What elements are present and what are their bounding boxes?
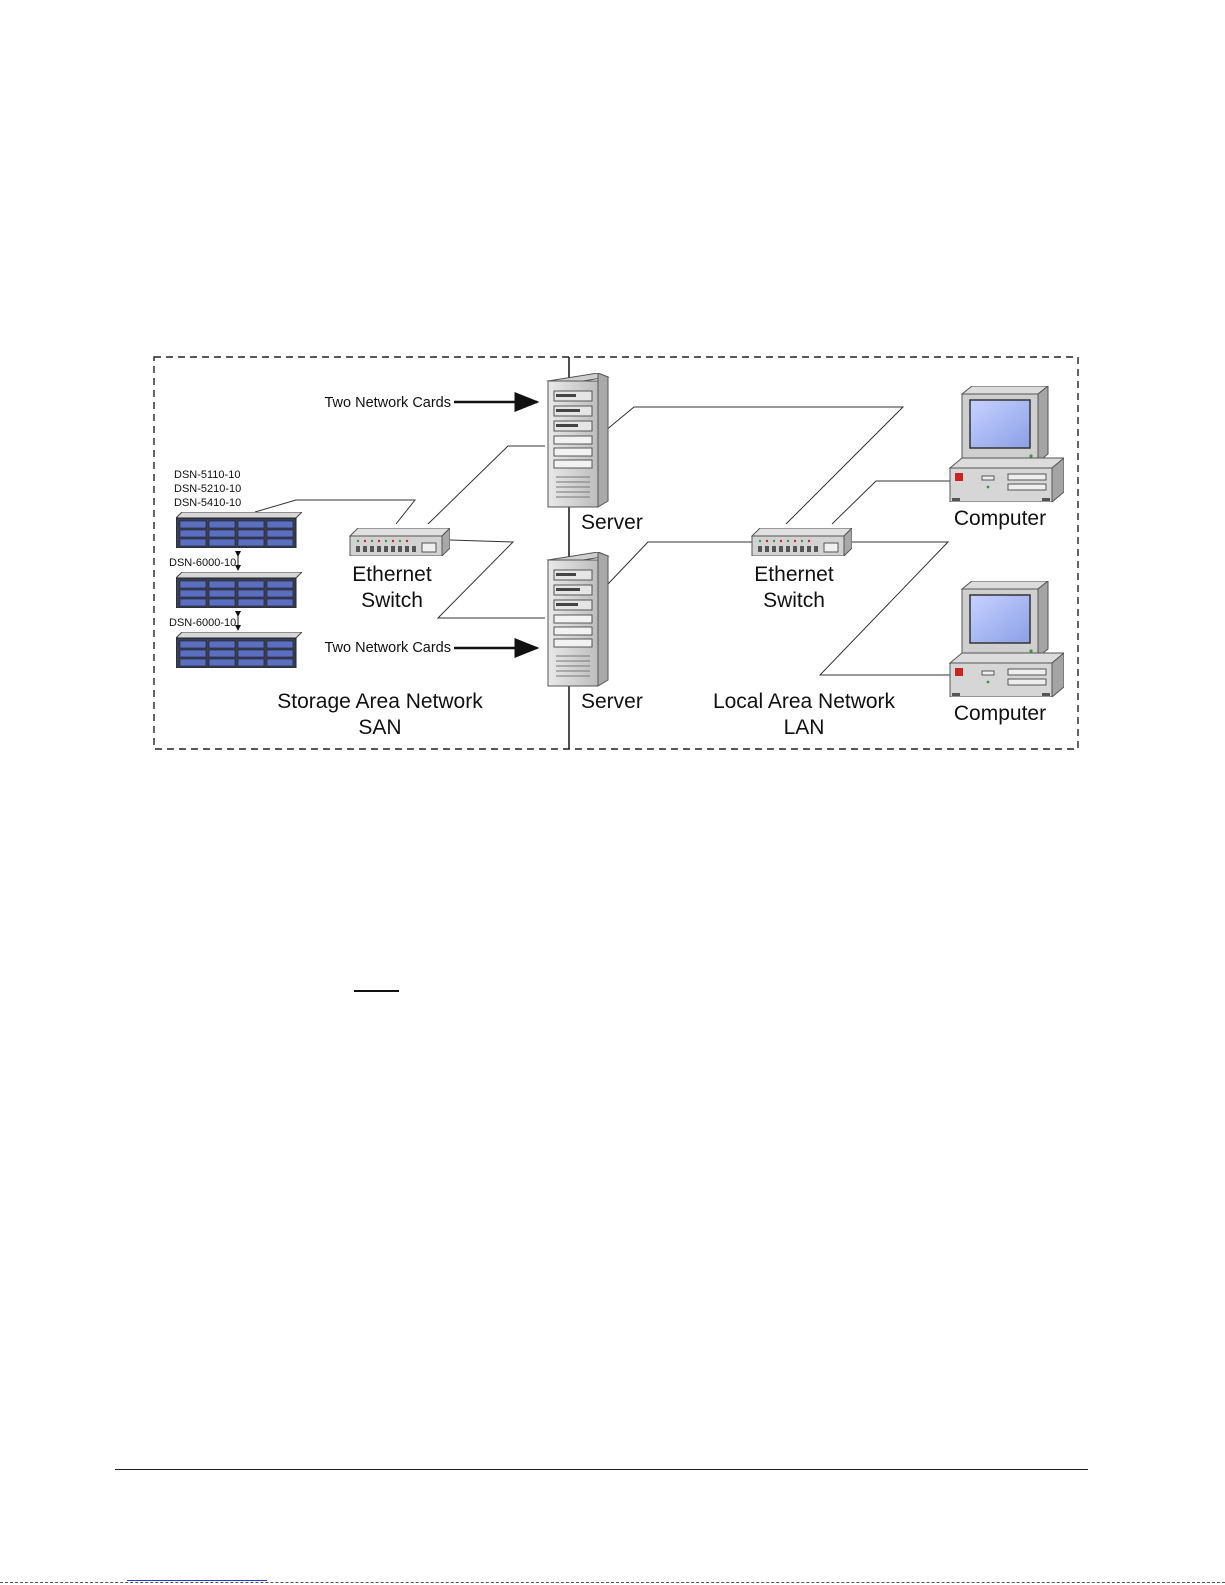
lan-section-title: Local Area Network (713, 690, 896, 713)
storage-model-label: DSN-5410-10 (174, 497, 241, 509)
switch-label: Ethernet (754, 563, 834, 586)
storage-array-icon (176, 512, 302, 548)
server-icon (548, 373, 608, 507)
switch-label: Switch (361, 589, 423, 612)
switch-label: Ethernet (352, 563, 432, 586)
san-section-abbrev: SAN (358, 716, 401, 739)
network-cards-label: Two Network Cards (324, 395, 451, 411)
underline-mark (354, 990, 399, 992)
ethernet-switch-icon (350, 528, 450, 556)
expansion-model-label: DSN-6000-10 (169, 617, 236, 629)
computer-label: Computer (954, 507, 1046, 530)
storage-model-label: DSN-5210-10 (174, 483, 241, 495)
footer-link-underline (127, 1580, 267, 1581)
expansion-model-label: DSN-6000-10 (169, 557, 236, 569)
footer-divider (115, 1469, 1088, 1470)
server-label: Server (581, 511, 643, 534)
server-icon (548, 552, 608, 686)
ethernet-switch-icon (752, 528, 852, 556)
switch-label: Switch (763, 589, 825, 612)
lan-section-abbrev: LAN (784, 716, 825, 739)
san-section-title: Storage Area Network (277, 690, 483, 713)
storage-model-label: DSN-5110-10 (174, 469, 240, 481)
network-cards-label: Two Network Cards (324, 640, 451, 656)
page-cut-line (0, 1582, 1225, 1583)
computer-icon (950, 386, 1064, 502)
computer-label: Computer (954, 702, 1046, 725)
storage-array-icon (176, 632, 302, 668)
server-label: Server (581, 690, 643, 713)
computer-icon (950, 581, 1064, 697)
storage-array-icon (176, 572, 302, 608)
